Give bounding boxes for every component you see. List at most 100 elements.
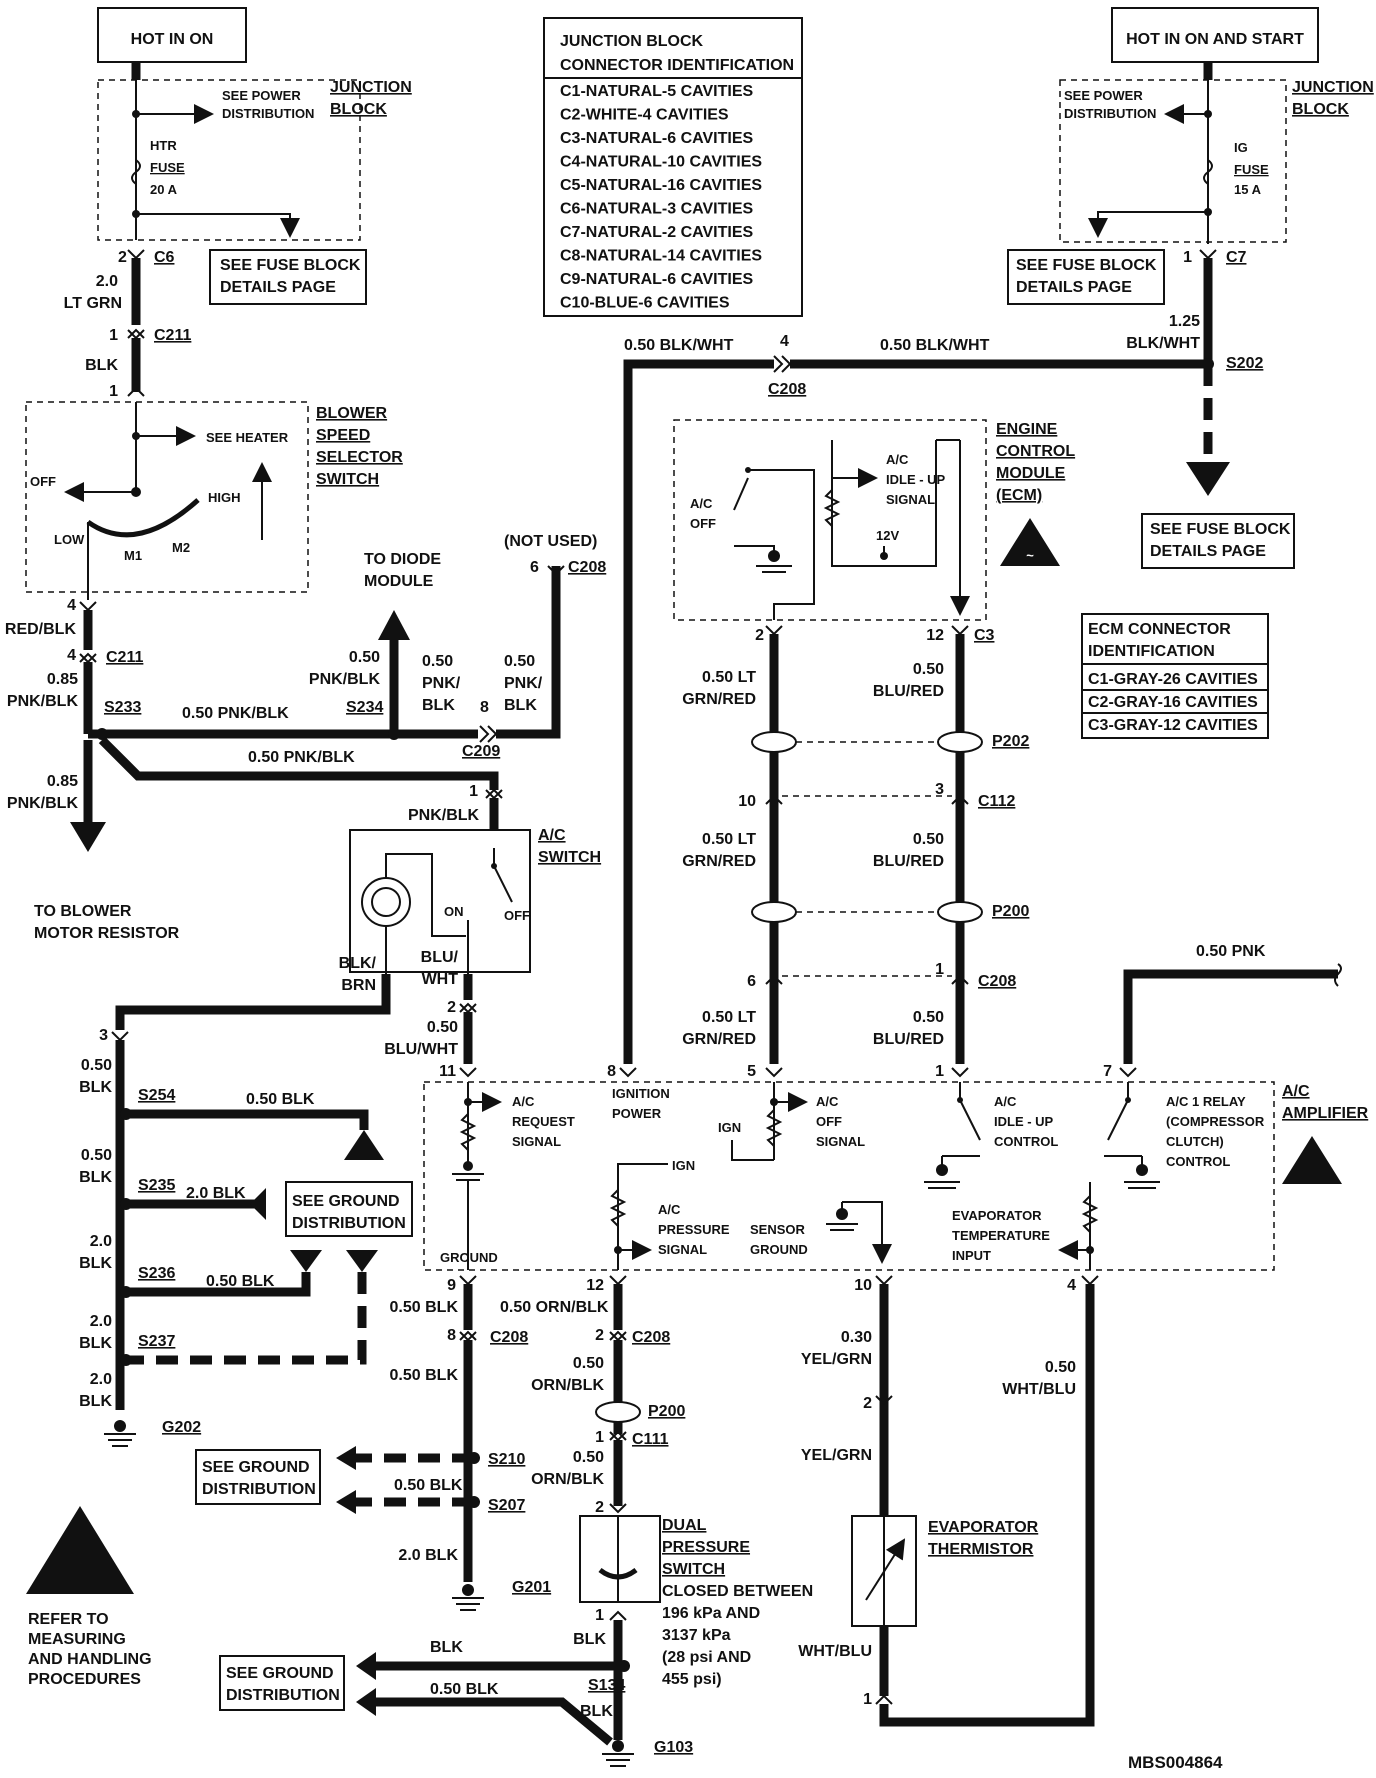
see-fuse-block-2 bbox=[1007, 249, 1165, 305]
dps-l4: CLOSED BETWEEN bbox=[662, 1583, 813, 1600]
wire-blk-bot3: BLK bbox=[580, 1703, 613, 1720]
wire-125-l1: 1.25 bbox=[1169, 313, 1200, 330]
splice-s254: S254 bbox=[138, 1087, 175, 1104]
jb-right-l2: BLOCK bbox=[1292, 101, 1349, 118]
esd-icon-refer bbox=[26, 1506, 134, 1594]
wire-blkwht-b: 0.50 BLK/WHT bbox=[880, 337, 990, 354]
jb-right-l1: JUNCTION bbox=[1292, 79, 1374, 96]
see-fuse-block-1-l1: SEE FUSE BLOCK bbox=[220, 257, 361, 274]
junction-block-left bbox=[97, 79, 361, 241]
wire-blkwht-a: 0.50 BLK/WHT bbox=[624, 337, 734, 354]
amp-pres-l1: A/C bbox=[658, 1202, 681, 1217]
ac-amplifier-box bbox=[423, 1081, 1275, 1271]
wire-v1-l2: PNK/BLK bbox=[309, 671, 381, 688]
splice-s236: S236 bbox=[138, 1265, 175, 1282]
hot-in-on-box bbox=[97, 7, 247, 63]
see-fuse-block-2-l1: SEE FUSE BLOCK bbox=[1016, 257, 1157, 274]
pin-th-1: 1 bbox=[863, 1691, 872, 1708]
htr-fuse-l2: FUSE bbox=[150, 160, 185, 175]
conn-c211-a: C211 bbox=[154, 327, 191, 344]
amp-off-l1: A/C bbox=[816, 1094, 839, 1109]
ac-switch-box bbox=[349, 829, 531, 973]
wire-v3-l1: 0.50 bbox=[504, 653, 535, 670]
ecm-table-row-2: C2-GRAY-16 CAVITIES bbox=[1088, 694, 1258, 711]
p200-right bbox=[937, 901, 983, 923]
blower-l4: SWITCH bbox=[316, 471, 379, 488]
wire-l1-l2: BLK bbox=[79, 1079, 112, 1096]
pin-dps-1: 1 bbox=[595, 1607, 604, 1624]
htr-fuse-symbol bbox=[131, 159, 141, 185]
amp-off-l2: OFF bbox=[816, 1114, 842, 1129]
blower-l2: SPEED bbox=[316, 427, 370, 444]
to-diode-l2: MODULE bbox=[364, 573, 434, 590]
wire-bluwht-l1: BLU/ bbox=[421, 949, 459, 966]
htr-fuse-l1: HTR bbox=[150, 138, 177, 153]
pin-c111-1: 1 bbox=[595, 1429, 604, 1446]
see-power-r1: SEE POWER bbox=[1064, 88, 1143, 103]
sw-high: HIGH bbox=[208, 490, 241, 505]
see-fuse-block-2-l2: DETAILS PAGE bbox=[1016, 279, 1132, 296]
see-power-dist-l2: DISTRIBUTION bbox=[222, 106, 314, 121]
wire-v2-l1: 0.50 bbox=[422, 653, 453, 670]
see-power-dist-l1: SEE POWER bbox=[222, 88, 301, 103]
amp-ign1: IGN bbox=[718, 1120, 741, 1135]
pin-ecm-2: 2 bbox=[755, 627, 764, 644]
pin-7: 7 bbox=[1103, 1063, 1112, 1080]
wire-ornblk2-l2: ORN/BLK bbox=[531, 1377, 604, 1394]
dps-l1: DUAL bbox=[662, 1517, 707, 1534]
wire-s235: 2.0 BLK bbox=[186, 1185, 246, 1202]
p200-bottom bbox=[595, 1401, 641, 1423]
blower-l1: BLOWER bbox=[316, 405, 388, 422]
wire-ornblk3-l2: ORN/BLK bbox=[531, 1471, 604, 1488]
pin-12: 12 bbox=[586, 1277, 604, 1294]
amp-evap-l2: TEMPERATURE bbox=[952, 1228, 1050, 1243]
conn-c6: C6 bbox=[154, 249, 175, 266]
amp-pres-l2: PRESSURE bbox=[658, 1222, 730, 1237]
splice-s234: S234 bbox=[346, 699, 383, 716]
hot-in-on-start-label: HOT IN ON AND START bbox=[1126, 31, 1304, 48]
pin-c6-2: 2 bbox=[118, 249, 127, 266]
amp-sg-l1: SENSOR bbox=[750, 1222, 806, 1237]
ltgrn-3-l1: 0.50 LT bbox=[702, 1009, 756, 1026]
conn-p200b: P200 bbox=[648, 1403, 685, 1420]
conn-c208-nu: C208 bbox=[568, 559, 606, 576]
amp-relay-l4: CONTROL bbox=[1166, 1154, 1230, 1169]
blured-3-l2: BLU/RED bbox=[873, 1031, 944, 1048]
sw-m2: M2 bbox=[172, 540, 190, 555]
refer-l2: MEASURING bbox=[28, 1631, 126, 1648]
wire-pnkblk-acsw: PNK/BLK bbox=[408, 807, 480, 824]
amp-req-l2: REQUEST bbox=[512, 1114, 575, 1129]
wire-050bluwht-l1: 0.50 bbox=[427, 1019, 458, 1036]
acsw-l1: A/C bbox=[538, 827, 566, 844]
amp-relay-l2: (COMPRESSOR bbox=[1166, 1114, 1265, 1129]
pin-c112-3: 3 bbox=[935, 781, 944, 798]
amp-evap-l1: EVAPORATOR bbox=[952, 1208, 1042, 1223]
ltgrn-1-l1: 0.50 LT bbox=[702, 669, 756, 686]
pin-4: 4 bbox=[1067, 1277, 1076, 1294]
jt-title-2: CONNECTOR IDENTIFICATION bbox=[560, 57, 794, 74]
refer-l4: PROCEDURES bbox=[28, 1671, 141, 1688]
to-diode-l1: TO DIODE bbox=[364, 551, 441, 568]
wire-20-2-l1: 2.0 bbox=[90, 1313, 112, 1330]
see-ground-1-l2: DISTRIBUTION bbox=[292, 1215, 406, 1232]
wire-l1-l1: 0.50 bbox=[81, 1057, 112, 1074]
ecm-l3: MODULE bbox=[996, 465, 1066, 482]
amp-ign2: IGN bbox=[672, 1158, 695, 1173]
wire-bluwht-l2: WHT bbox=[422, 971, 459, 988]
blured-1-l2: BLU/RED bbox=[873, 683, 944, 700]
pin-ecm-12: 12 bbox=[926, 627, 944, 644]
see-power-r2: DISTRIBUTION bbox=[1064, 106, 1156, 121]
p202-right bbox=[937, 731, 983, 753]
ecm-idle-l3: SIGNAL bbox=[886, 492, 935, 507]
not-used: (NOT USED) bbox=[504, 533, 597, 550]
junction-table-row-2: C2-WHITE-4 CAVITIES bbox=[560, 107, 729, 124]
wire-050-pnk: 0.50 PNK bbox=[1196, 943, 1266, 960]
pin-acsw-1: 1 bbox=[469, 783, 478, 800]
ecm-table-row-1: C1-GRAY-26 CAVITIES bbox=[1088, 671, 1258, 688]
amp-evap-l3: INPUT bbox=[952, 1248, 991, 1263]
junction-block-left-l2: BLOCK bbox=[330, 101, 387, 118]
wire-085-b-l1: 0.85 bbox=[47, 773, 78, 790]
wire-l2-l1: 0.50 bbox=[81, 1147, 112, 1164]
blower-switch-arc bbox=[86, 498, 200, 538]
amp-ign-l2: POWER bbox=[612, 1106, 662, 1121]
